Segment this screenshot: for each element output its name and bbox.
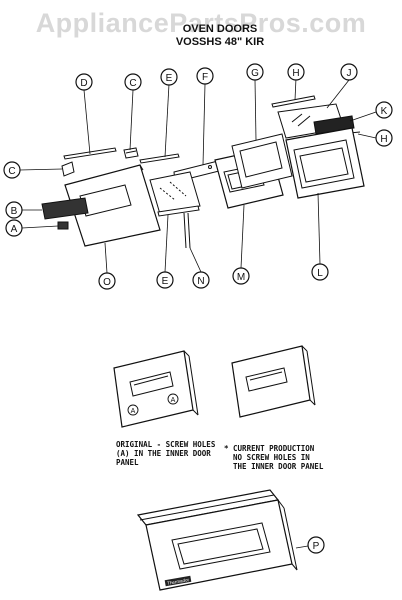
callout-m: M — [232, 267, 250, 285]
callout-c-top: C — [124, 73, 142, 91]
svg-text:N: N — [197, 276, 204, 287]
screw-hole-mark: A — [127, 404, 139, 416]
note-original: ORIGINAL - SCREW HOLES (A) IN THE INNER … — [116, 440, 216, 467]
part-h-top-trim — [271, 95, 316, 108]
callout-o: O — [98, 272, 116, 290]
part-l-back-door-panel — [285, 127, 365, 199]
diagram-title-line2: VOSSHS 48" KIR — [175, 36, 265, 48]
svg-text:L: L — [317, 268, 323, 279]
diagram-title-line1: OVEN DOORS — [182, 23, 258, 35]
callout-c-left: C — [3, 161, 21, 179]
callout-j: J — [340, 63, 358, 81]
callout-e-bottom: E — [156, 271, 174, 289]
svg-text:M: M — [237, 272, 245, 283]
part-c-end-cap — [61, 161, 75, 177]
svg-text:C: C — [8, 166, 15, 177]
callout-d: D — [75, 73, 93, 91]
svg-text:B: B — [11, 206, 18, 217]
svg-text:C: C — [129, 78, 136, 89]
callout-p: P — [307, 536, 325, 554]
part-e-upper-trim — [139, 153, 180, 164]
svg-text:E: E — [166, 73, 173, 84]
svg-text:H: H — [292, 68, 299, 79]
thermador-badge: Thermador — [164, 575, 192, 587]
svg-text:A: A — [131, 408, 136, 415]
svg-text:D: D — [80, 78, 87, 89]
part-o-outer-door-panel — [64, 164, 161, 247]
part-p-door-assembly — [136, 489, 309, 591]
screw-hole-mark: A — [167, 393, 179, 405]
svg-text:A: A — [171, 397, 176, 404]
callout-g: G — [246, 63, 264, 81]
screw-hole-marks: A A — [127, 393, 179, 416]
svg-text:P: P — [313, 541, 320, 552]
svg-text:G: G — [251, 68, 259, 79]
callout-a: A — [5, 219, 23, 237]
part-b-window-glass — [41, 197, 89, 220]
part-e-lower-trim — [157, 205, 200, 217]
callout-n: N — [192, 271, 210, 289]
part-g-glass-frame — [231, 133, 293, 189]
part-a-screw — [57, 221, 69, 230]
svg-text:E: E — [162, 276, 169, 287]
callout-e-top: E — [160, 68, 178, 86]
callout-h-top: H — [287, 63, 305, 81]
svg-text:J: J — [347, 68, 352, 79]
callout-h-right: H — [375, 129, 393, 147]
part-c-bracket — [123, 147, 139, 159]
glass-pane — [149, 171, 201, 215]
svg-text:F: F — [202, 72, 208, 83]
svg-text:H: H — [380, 134, 387, 145]
callout-bubbles: D C E F G H J K — [3, 63, 393, 554]
callout-k: K — [375, 101, 393, 119]
leader-lines — [19, 77, 377, 274]
door-panel-original — [113, 350, 199, 428]
watermark: AppliancePartsPros.com — [35, 8, 367, 38]
note-current: * CURRENT PRODUCTION NO SCREW HOLES IN T… — [224, 444, 324, 471]
part-n-side-strip — [183, 212, 191, 249]
callout-f: F — [196, 67, 214, 85]
svg-text:A: A — [11, 224, 18, 235]
door-panel-current — [231, 345, 316, 418]
callout-b: B — [5, 201, 23, 219]
svg-text:Thermador: Thermador — [167, 577, 190, 586]
svg-text:K: K — [381, 106, 388, 117]
callout-l: L — [311, 263, 329, 281]
svg-text:O: O — [103, 277, 111, 288]
